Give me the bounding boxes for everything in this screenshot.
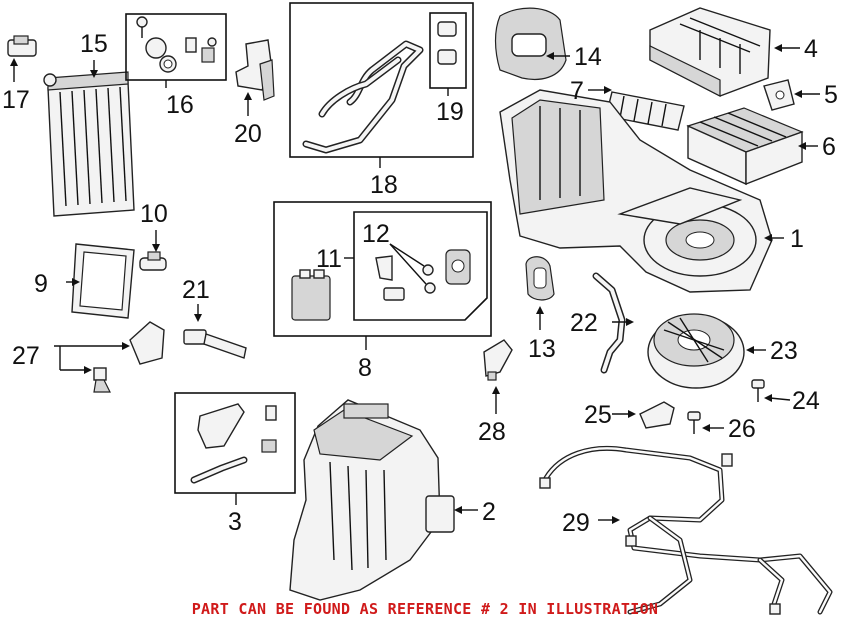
ref-label-11: 11 — [316, 245, 342, 273]
housing-cover-part-4 — [649, 7, 771, 97]
reference-note: PART CAN BE FOUND AS REFERENCE # 2 IN IL… — [191, 600, 659, 618]
kit-box-8 — [273, 201, 492, 337]
ref-label-8: 8 — [358, 354, 372, 382]
ref-label-7: 7 — [570, 77, 584, 105]
kit-box-12 — [353, 211, 488, 321]
actuator-part-27 — [93, 321, 165, 393]
cabin-filter-part-6 — [686, 107, 804, 186]
ref-label-6: 6 — [822, 133, 836, 161]
heater-housing-part-2 — [289, 399, 455, 601]
ref-label-13: 13 — [528, 335, 556, 363]
connector-part-5 — [763, 79, 795, 111]
ref-label-2: 2 — [482, 498, 496, 526]
ref-label-24: 24 — [792, 387, 820, 415]
ref-label-18: 18 — [370, 171, 398, 199]
kit-box-3 — [174, 392, 296, 494]
gasket-part-14 — [494, 7, 567, 81]
wiring-harness-part-29 — [539, 445, 833, 615]
ref-label-22: 22 — [570, 309, 598, 337]
ref-label-5: 5 — [824, 81, 838, 109]
ref-label-15: 15 — [80, 30, 108, 58]
fitting-kit-16 — [136, 16, 217, 73]
seal-part-13 — [525, 256, 555, 301]
ref-label-16: 16 — [166, 91, 194, 119]
ref-label-10: 10 — [140, 200, 168, 228]
ref-label-9: 9 — [34, 270, 48, 298]
bracket-part-25 — [639, 401, 675, 429]
sensor-part-10 — [139, 251, 167, 271]
bracket-part-20 — [235, 39, 275, 101]
reference-labels: 1 2 3 4 5 6 7 8 9 10 11 12 13 14 15 16 1… — [2, 30, 838, 537]
actuator-part-21 — [183, 329, 247, 359]
evaporator-core-part — [43, 71, 135, 217]
ref-label-28: 28 — [478, 418, 506, 446]
ref-label-27: 27 — [12, 342, 40, 370]
ref-label-1: 1 — [790, 225, 804, 253]
ref-label-19: 19 — [436, 98, 464, 126]
ref-label-17: 17 — [2, 86, 30, 114]
screw-part-24 — [751, 379, 765, 402]
hvac-housing-part-1 — [499, 89, 773, 293]
ref-label-3: 3 — [228, 508, 242, 536]
ref-label-26: 26 — [728, 415, 756, 443]
expansion-valve-kit — [291, 249, 471, 321]
drain-hose-part-22 — [592, 272, 626, 374]
kit-box-16 — [125, 13, 227, 81]
ref-label-14: 14 — [574, 43, 602, 71]
ac-line-part — [302, 21, 457, 154]
ref-label-20: 20 — [234, 120, 262, 148]
ref-label-21: 21 — [182, 276, 210, 304]
ref-label-29: 29 — [562, 509, 590, 537]
ref-label-12: 12 — [362, 220, 390, 248]
kit-box-18 — [289, 2, 474, 158]
ref-label-25: 25 — [584, 401, 612, 429]
screw-part-26 — [687, 411, 701, 434]
clip-part-17 — [7, 35, 37, 57]
callout-leaders — [10, 44, 820, 524]
linkage-kit-3 — [190, 403, 277, 484]
ref-label-23: 23 — [770, 337, 798, 365]
ref-label-4: 4 — [804, 35, 818, 63]
filter-panel-part-9 — [71, 243, 135, 319]
sensor-part-28 — [483, 339, 513, 381]
blower-motor-part-23 — [647, 313, 745, 389]
